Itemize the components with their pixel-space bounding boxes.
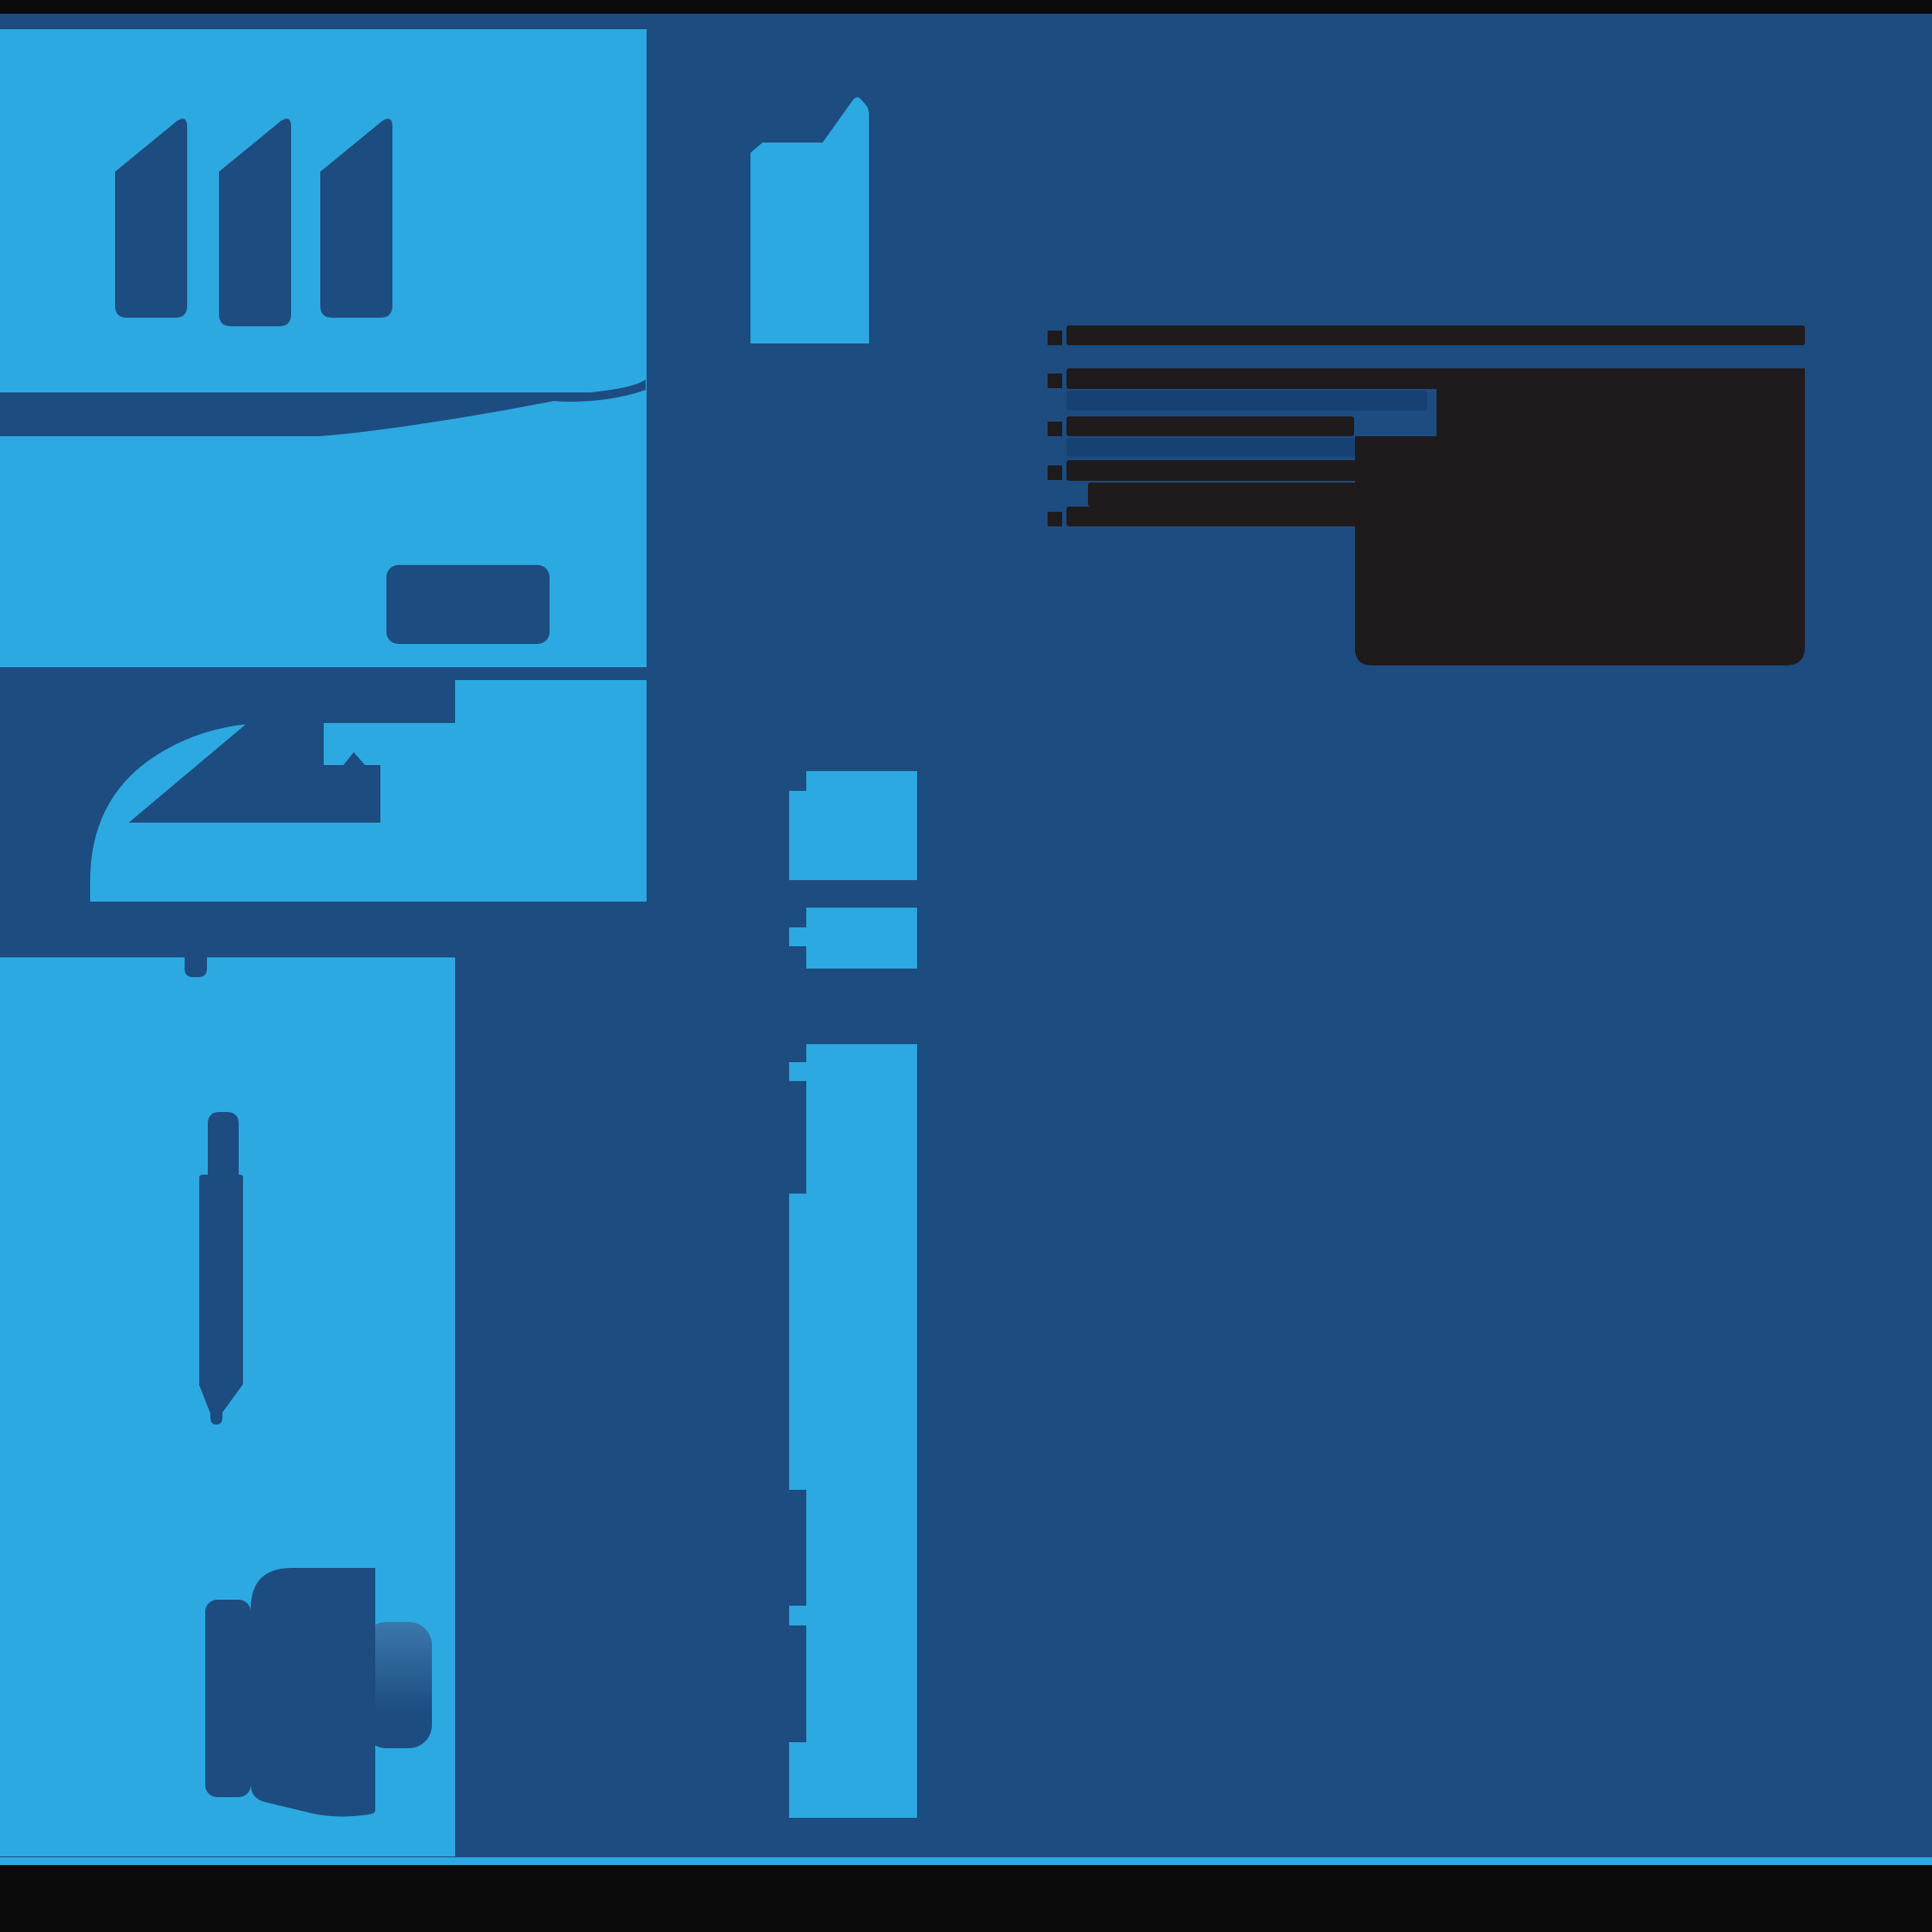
bullet-3-icon [1048,422,1062,436]
thumbs-up-cuff-icon [205,1600,251,1797]
mountains-icon [129,723,380,823]
panel-button [386,565,550,644]
pixel-strip-block-4 [789,1194,917,1490]
bar-chart-bar-2-icon [219,118,291,326]
flag-bar [750,97,869,343]
hanging-tab [185,957,207,977]
pixel-strip-block-6 [789,1742,917,1818]
text-line-1 [1066,325,1805,345]
thumbs-up-fist-icon [251,1568,375,1817]
pixel-strip-block-2-tab [789,927,806,946]
text-line-3-ghost-row [1066,438,1355,457]
bar-chart-bar-1-icon [115,118,187,318]
pixel-strip-block-5 [806,1490,917,1742]
text-line-3 [1066,416,1354,436]
text-line-2-ghost-row [1066,391,1427,410]
text-line-5 [1066,507,1400,526]
bottom-black-bar [0,1865,1932,1932]
thumb-gradient-capsule [363,1622,432,1748]
text-line-4 [1066,460,1430,481]
pixel-strip-block-3 [806,1044,917,1194]
image-placeholder-left-step [1355,436,1437,665]
pen-icon [199,1112,243,1425]
pixel-strip-block-1-tab [789,791,806,880]
bullet-2-icon [1048,374,1062,388]
pixel-strip-block-1 [806,771,917,880]
top-black-bar [0,0,1932,14]
swoosh-divider [0,380,646,436]
bullet-4-icon [1048,465,1062,480]
pixel-strip-block-2 [806,908,917,969]
pixel-strip-block-3-tab [789,1062,806,1081]
left-panel-top [0,29,647,667]
pixel-strip-block-5-tab [789,1606,806,1625]
bullet-1-icon [1048,331,1062,345]
text-line-4-wrap-row [1088,483,1402,507]
image-placeholder-block [1437,368,1805,665]
bar-chart-bar-3-icon [320,118,392,318]
bottom-light-line [0,1857,1932,1865]
bullet-5-icon [1048,512,1062,526]
